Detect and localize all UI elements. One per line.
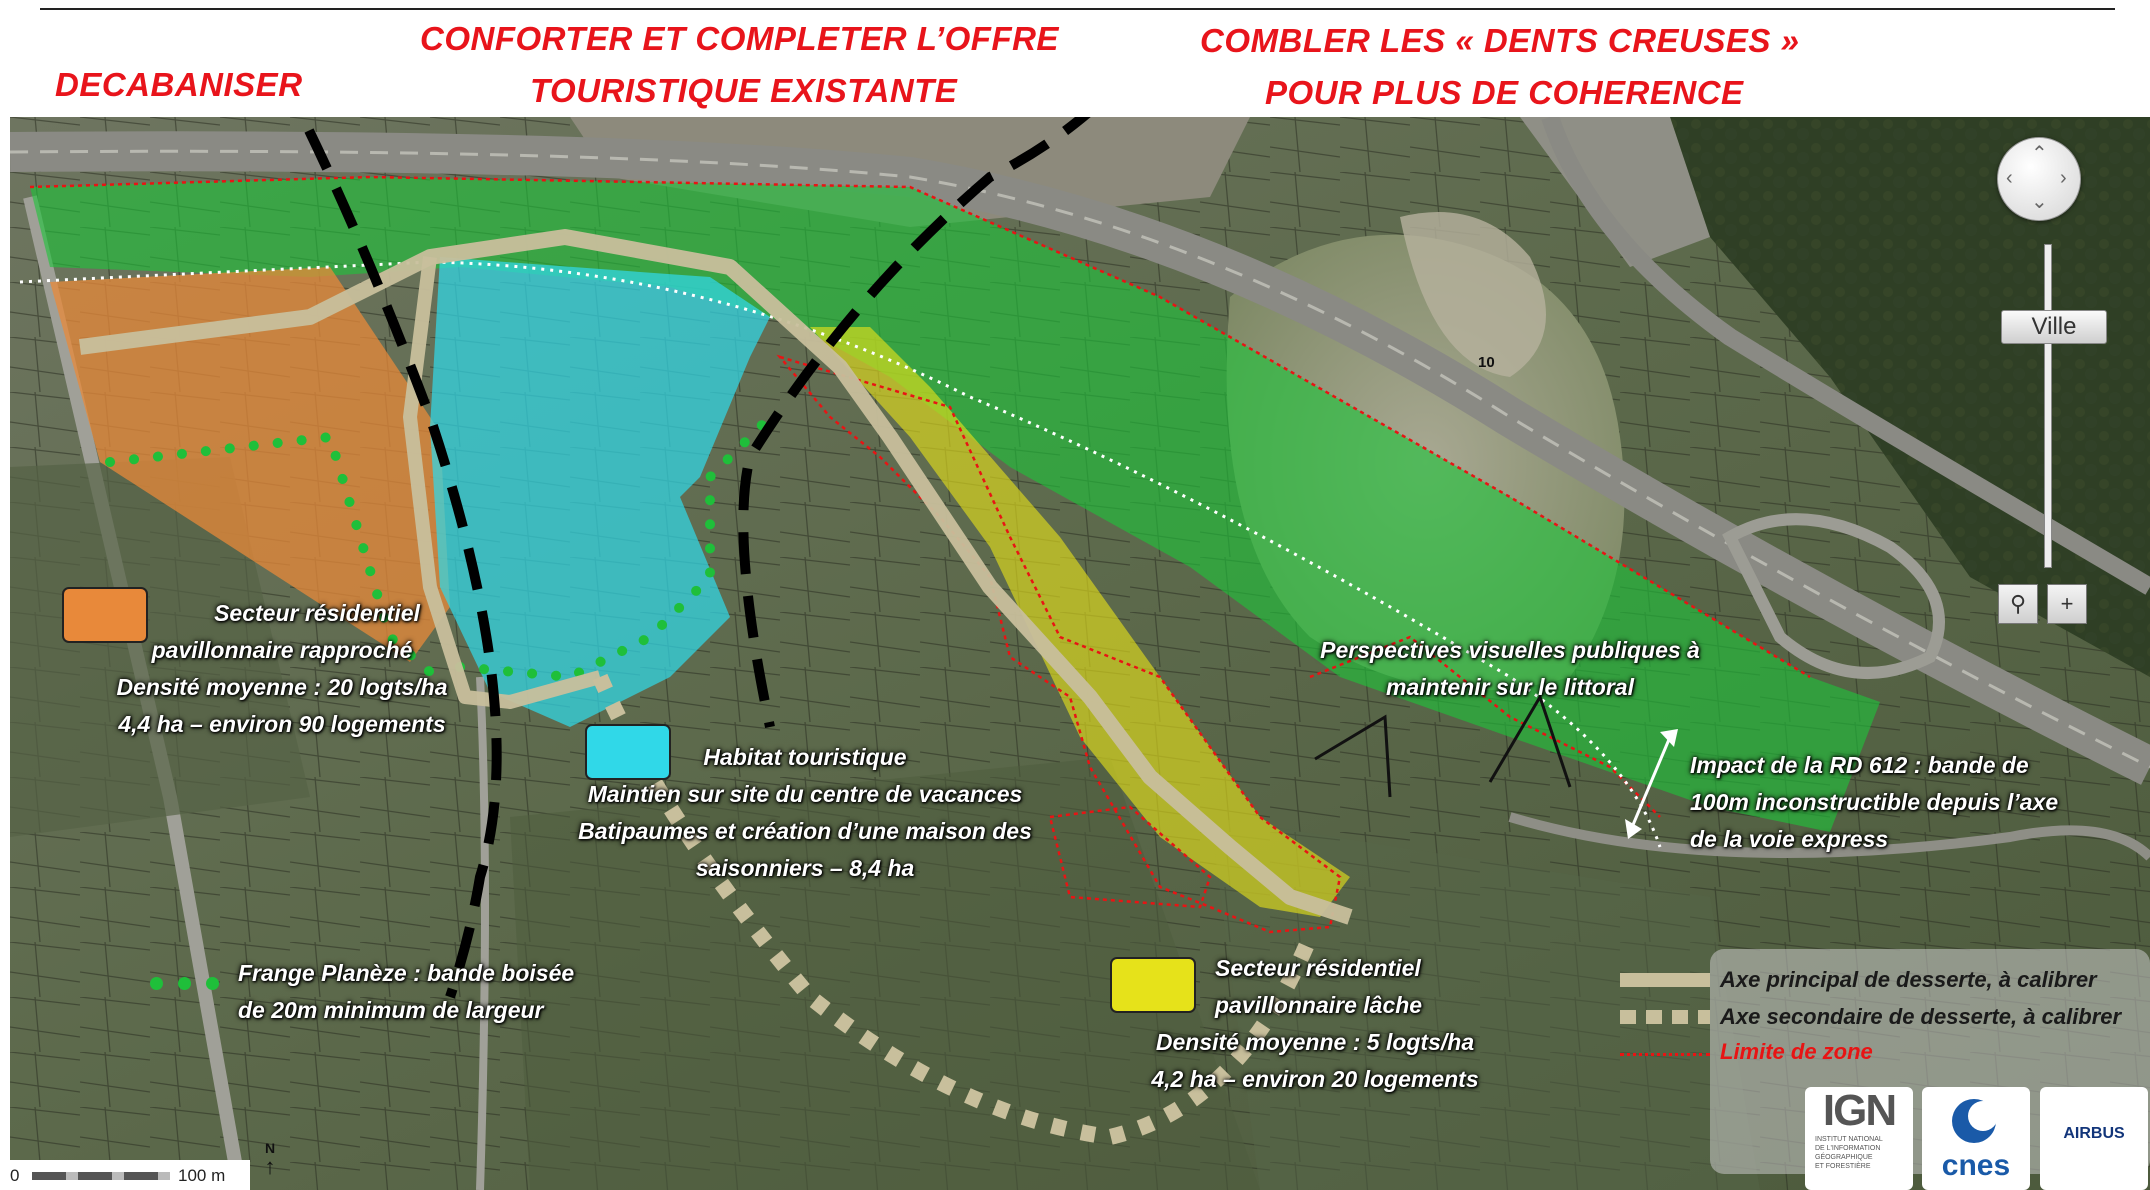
label-frange: Frange Planèze : bande boisée de 20m min… [238, 960, 575, 1023]
scale-bar: 0 100 m [0, 1160, 250, 1190]
frange-planeze [105, 412, 775, 683]
cyan-zone-habitat-touristique [430, 257, 770, 727]
impact-arrow-head-top [1660, 729, 1678, 747]
forest-texture [1670, 117, 2150, 677]
pan-left-icon[interactable]: ‹ [2006, 167, 2013, 189]
legend-secondary-axis: Axe secondaire de desserte, à calibrer [1720, 1004, 2122, 1029]
roundabout [1722, 513, 1945, 679]
satellite-map[interactable]: 10 Secteur résidentiel pavillonnaire rap… [10, 117, 2150, 1190]
legend-secondary-axis-swatch [1620, 1010, 1710, 1024]
cnes-emblem-cut [1968, 1101, 1998, 1131]
east-road [1508, 812, 2150, 861]
parcel-south [510, 757, 1260, 1190]
pan-control[interactable]: ⌃ ‹ › ⌄ [1997, 137, 2081, 221]
heading-combler-line2: POUR PLUS DE COHERENCE [1265, 74, 1744, 111]
heading-combler-line1: COMBLER LES « DENTS CREUSES » [1200, 22, 1800, 59]
frange-legend-dots [150, 977, 230, 991]
zone-limit-south [1048, 805, 1212, 909]
top-rule [40, 8, 2115, 10]
zoom-level-ville[interactable]: Ville [2001, 310, 2107, 344]
heading-conforter-line1: CONFORTER ET COMPLETER L’OFFRE [420, 20, 1059, 57]
legend-main-axis: Axe principal de desserte, à calibrer [1720, 967, 2097, 992]
ign-logo: IGN INSTITUT NATIONAL DE L'INFORMATION G… [1805, 1087, 1913, 1190]
legend-zone-limit: Limite de zone [1720, 1039, 1873, 1064]
pan-right-icon[interactable]: › [2060, 167, 2067, 189]
south-road [476, 676, 489, 1190]
zoom-search-icon[interactable]: ⚲ [1998, 584, 2038, 624]
label-residentiel-lache: Secteur résidentiel pavillonnaire lâche … [1151, 955, 1479, 1092]
secondary-road [1541, 117, 2150, 595]
cyan-swatch [585, 724, 671, 780]
zone-limit-yellow [776, 354, 1342, 934]
label-residentiel-rapproche: Secteur résidentiel pavillonnaire rappro… [116, 600, 448, 737]
pan-down-icon[interactable]: ⌄ [2031, 191, 2048, 213]
green-zone-buffer [30, 177, 1880, 832]
zoom-in-icon[interactable]: + [2047, 584, 2087, 624]
golf-green [1400, 212, 1546, 377]
legend-zone-limit-swatch [1620, 1053, 1710, 1056]
map-number-label: 10 [1478, 354, 1495, 371]
label-perspectives: Perspectives visuelles publiques à maint… [1320, 637, 1700, 700]
perspective-mark-2 [1488, 693, 1572, 788]
pan-up-icon[interactable]: ⌃ [2031, 143, 2048, 165]
label-habitat-touristique: Habitat touristique Maintien sur site du… [578, 744, 1032, 881]
expressway-lane [10, 149, 2150, 769]
perspective-mark-1 [1314, 714, 1392, 798]
impact-arrow-head-bottom [1625, 819, 1642, 839]
main-axis-branch [403, 256, 602, 709]
orange-swatch [62, 587, 148, 643]
zoom-slider-track[interactable] [2044, 244, 2052, 568]
label-impact-rd612: Impact de la RD 612 : bande de 100m inco… [1690, 752, 2059, 852]
map-canvas: 10 [10, 117, 2150, 1190]
heading-decabaniser: DECABANISER [55, 66, 303, 103]
parcel-west [10, 457, 310, 837]
yellow-swatch [1110, 957, 1196, 1013]
orange-zone-residentiel-rapproche [50, 267, 450, 662]
cnes-logo: cnes [1922, 1087, 2030, 1190]
north-arrow: N ↑ [264, 1140, 276, 1179]
impact-arrow [1628, 736, 1672, 833]
yellow-zone-residentiel-lache [810, 327, 1350, 917]
zone-limit-north [29, 175, 1811, 679]
sector-boundary-east [738, 117, 1091, 729]
sector-boundary-west [296, 117, 502, 999]
legend-main-axis-swatch [1620, 973, 1710, 987]
airbus-logo: AIRBUS [2040, 1087, 2148, 1190]
heading-conforter-line2: TOURISTIQUE EXISTANTE [530, 72, 958, 109]
secondary-access-axis [592, 673, 1318, 1146]
